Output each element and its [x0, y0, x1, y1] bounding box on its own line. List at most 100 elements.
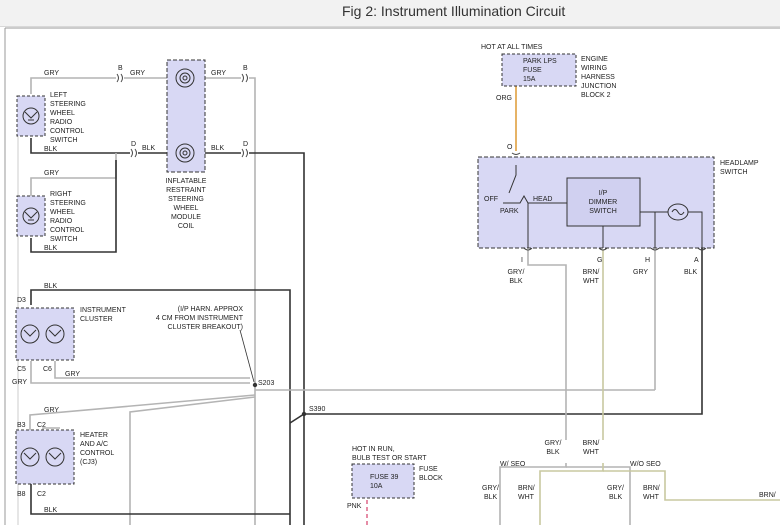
wire-ic-gry-c6: [54, 361, 250, 379]
wire-seo-gry-blk: [499, 463, 567, 525]
svg-text:CLUSTER BREAKOUT): CLUSTER BREAKOUT): [168, 324, 243, 331]
svg-text:WIRING: WIRING: [581, 65, 607, 72]
wire-right-sw-blk: [30, 160, 117, 253]
conn-g: G: [597, 257, 602, 264]
i-wire-label: GRY/ BLK: [508, 269, 525, 285]
seo-gry-blk-2: GRY/ BLK: [607, 485, 624, 501]
conn-b3: B3: [17, 422, 26, 429]
headlamp-switch-label: HEADLAMP SWITCH: [720, 160, 759, 176]
seo-brn-partial: BRN/: [759, 492, 776, 499]
svg-text:15A: 15A: [523, 76, 536, 83]
seo-gry-blk-1: GRY/ BLK: [482, 485, 499, 501]
svg-text:FUSE: FUSE: [419, 466, 438, 473]
svg-text:WHT: WHT: [518, 494, 535, 501]
splice-s203-dot: [252, 382, 258, 388]
gry-blk-mid: GRY/ BLK: [545, 440, 562, 456]
svg-text:RADIO: RADIO: [50, 119, 73, 126]
seo-brn-wht-1: BRN/ WHT: [518, 485, 535, 501]
conn-o: O: [507, 144, 513, 151]
wire-right-gry-down: [249, 77, 256, 525]
label-gry-4: GRY: [44, 170, 59, 177]
svg-text:GRY/: GRY/: [508, 269, 525, 276]
fuse39-label: FUSE 39 10A: [370, 474, 399, 490]
conn-a: A: [694, 257, 699, 264]
svg-text:PARK LPS: PARK LPS: [523, 58, 557, 65]
wire-hvac-gry2: [129, 396, 256, 525]
svg-text:I/P: I/P: [599, 190, 608, 197]
svg-text:SWITCH: SWITCH: [589, 208, 617, 215]
svg-text:GRY/: GRY/: [482, 485, 499, 492]
splice-s390: S390: [309, 406, 325, 413]
conn-b8: B8: [17, 491, 26, 498]
label-blk-2: BLK: [142, 145, 156, 152]
svg-text:FUSE 39: FUSE 39: [370, 474, 399, 481]
svg-text:BLK: BLK: [484, 494, 498, 501]
svg-text:FUSE: FUSE: [523, 67, 542, 74]
wire-hvac-blk: [30, 484, 290, 515]
right-steering-switch: [16, 195, 46, 237]
svg-text:10A: 10A: [370, 483, 383, 490]
wires: [17, 77, 780, 525]
conn-d-right: D: [243, 141, 248, 148]
wire-seo-gry-blk2: [566, 466, 631, 525]
svg-text:COIL: COIL: [178, 223, 194, 230]
label-park: PARK: [500, 208, 519, 215]
svg-text:BRN/: BRN/: [583, 440, 600, 447]
svg-text:CONTROL: CONTROL: [50, 128, 84, 135]
h-wire-label: GRY: [633, 269, 648, 276]
svg-text:JUNCTION: JUNCTION: [581, 83, 616, 90]
svg-text:CONTROL: CONTROL: [50, 227, 84, 234]
title-bar: Fig 2: Instrument Illumination Circuit: [0, 0, 780, 27]
svg-text:INFLATABLE: INFLATABLE: [166, 178, 207, 185]
wire-s390: [304, 244, 703, 415]
svg-text:WHT: WHT: [583, 449, 600, 456]
svg-text:RIGHT: RIGHT: [50, 191, 73, 198]
coil-module: [166, 59, 206, 173]
svg-text:RESTRAINT: RESTRAINT: [166, 187, 206, 194]
label-gry-1: GRY: [44, 70, 59, 77]
svg-text:GRY/: GRY/: [607, 485, 624, 492]
label-blk-6: BLK: [44, 507, 58, 514]
svg-text:BLOCK: BLOCK: [419, 475, 443, 482]
wire-seo-brn2: [603, 470, 780, 501]
wire-s390-a: [289, 413, 305, 424]
splice-s390-dot: [301, 411, 307, 417]
left-steering-switch: [16, 95, 46, 137]
label-wo-seo: W/O SEO: [630, 461, 661, 468]
conn-h: H: [645, 257, 650, 264]
svg-text:WHEEL: WHEEL: [174, 205, 199, 212]
svg-text:STEERING: STEERING: [50, 200, 86, 207]
conn-c6: C6: [43, 366, 52, 373]
harness-note: (I/P HARN. APPROX 4 CM FROM INSTRUMENT C…: [156, 306, 244, 331]
wire-left-sw-blk: [30, 138, 130, 154]
svg-text:SWITCH: SWITCH: [50, 137, 78, 144]
svg-text:SWITCH: SWITCH: [50, 236, 78, 243]
svg-text:BRN/: BRN/: [583, 269, 600, 276]
label-head: HEAD: [533, 196, 552, 203]
svg-text:WHEEL: WHEEL: [50, 110, 75, 117]
seo-brn-wht-2: BRN/ WHT: [643, 485, 660, 501]
wire-seo-brn: [539, 463, 604, 525]
conn-c2-top: C2: [37, 422, 46, 429]
label-gry-3: GRY: [211, 70, 226, 77]
g-wire-label: BRN/ WHT: [583, 269, 600, 285]
label-pnk: PNK: [347, 503, 362, 510]
svg-text:ENGINE: ENGINE: [581, 56, 608, 63]
label-org: ORG: [496, 95, 512, 102]
svg-text:BLK: BLK: [546, 449, 560, 456]
s203-pointer: [239, 329, 255, 383]
fuse-39: [351, 463, 415, 499]
instrument-cluster-label: INSTRUMENT CLUSTER: [80, 307, 127, 323]
park-lps-fuse: [501, 53, 577, 87]
page-title: Fig 2: Instrument Illumination Circuit: [342, 3, 566, 19]
wire-ic-blk: [30, 289, 291, 525]
conn-c5: C5: [17, 366, 26, 373]
svg-text:RADIO: RADIO: [50, 218, 73, 225]
hot-in-run-label: HOT IN RUN, BULB TEST OR START: [352, 446, 427, 462]
label-blk-3: BLK: [211, 145, 225, 152]
conn-b-left: B: [118, 65, 123, 72]
junction-block-label: ENGINE WIRING HARNESS JUNCTION BLOCK 2: [581, 56, 616, 99]
wire-left-sw-gry: [30, 77, 116, 94]
svg-text:SWITCH: SWITCH: [720, 169, 748, 176]
svg-text:MODULE: MODULE: [171, 214, 201, 221]
